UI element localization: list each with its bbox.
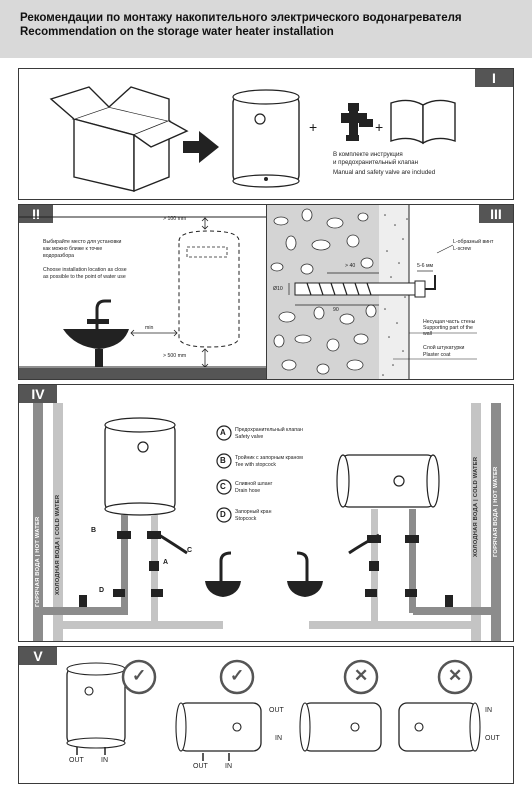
l-screw-label-ru: L-образный винт bbox=[453, 239, 494, 245]
legend-b-en: Tee with stopcock bbox=[235, 462, 276, 468]
v1-in-label: IN bbox=[101, 757, 108, 764]
location-ru-3: водоразбора bbox=[43, 253, 75, 259]
legend-c-en: Drain hose bbox=[235, 488, 261, 494]
cold-water-label-left: ХОЛОДНАЯ ВОДА | COLD WATER bbox=[55, 494, 61, 595]
v1-out-label: OUT bbox=[69, 757, 84, 764]
water-heater-icon bbox=[232, 89, 300, 188]
panel-location: II Выбирайте место для установки как мож… bbox=[18, 204, 267, 380]
connection-diagram bbox=[33, 403, 501, 641]
panel-tag-4: IV bbox=[19, 385, 57, 403]
wall-label-en-2: wall bbox=[423, 331, 432, 337]
kit-text-ru-1: В комплекте инструкция bbox=[333, 151, 403, 158]
location-en-1: Choose installation location as close bbox=[43, 267, 127, 273]
wall-label-ru: Несущая часть стены bbox=[423, 319, 476, 325]
location-diagram bbox=[19, 216, 266, 379]
dim-40-label: > 40 bbox=[345, 263, 356, 269]
legend-key-b: B bbox=[220, 456, 226, 465]
w2-out-label: OUT bbox=[485, 735, 500, 742]
orientation-diagram bbox=[66, 659, 481, 761]
legend-c-ru: Сливной шланг bbox=[235, 481, 273, 487]
title-en: Recommendation on the storage water heat… bbox=[20, 26, 334, 38]
check-icon-1: ✓ bbox=[132, 666, 147, 685]
plaster-label-ru: Слой штукатурки bbox=[423, 345, 465, 351]
panel-kit: I + + В комплекте инструкция и предохран… bbox=[18, 68, 514, 200]
check-icon-2: ✓ bbox=[230, 666, 245, 685]
legend-d-en: Stopcock bbox=[235, 516, 257, 522]
marker-a-left: A bbox=[163, 559, 169, 566]
gap-bottom-label: > 500 mm bbox=[163, 353, 187, 359]
wall-label-en-1: Supporting part of the bbox=[423, 325, 473, 331]
plus-sign-2: + bbox=[375, 119, 384, 135]
page-header: Рекомендации по монтажу накопительного э… bbox=[0, 0, 532, 58]
dim-diameter-label: Ø10 bbox=[273, 286, 283, 292]
title-ru: Рекомендации по монтажу накопительного э… bbox=[20, 12, 462, 24]
panel-tag-3: III bbox=[479, 205, 513, 223]
w1-out-label: OUT bbox=[269, 707, 284, 714]
legend-key-d: D bbox=[220, 510, 226, 519]
cross-icon-1: ✕ bbox=[354, 666, 369, 685]
w2-in-label: IN bbox=[485, 707, 492, 714]
legend-key-c: C bbox=[220, 482, 226, 491]
legend-b-ru: Тройник с запорным краном bbox=[235, 455, 303, 461]
gap-top-label: > 100 mm bbox=[163, 216, 187, 222]
min-distance-label: min bbox=[145, 325, 154, 331]
manual-book-icon bbox=[390, 99, 456, 145]
h1-out-label: OUT bbox=[193, 763, 208, 770]
plus-sign-1: + bbox=[309, 119, 318, 135]
dim-5-6mm-label: 5-6 мм bbox=[417, 263, 434, 269]
panel-mounting: III bbox=[266, 204, 514, 380]
l-screw-label-en: L-screw bbox=[453, 246, 472, 252]
w1-in-label: IN bbox=[275, 735, 282, 742]
hot-water-label-right: ГОРЯЧАЯ ВОДА | HOT WATER bbox=[493, 466, 499, 557]
legend-a-en: Safety valve bbox=[235, 434, 264, 440]
hot-water-label-left: ГОРЯЧАЯ ВОДА | HOT WATER bbox=[35, 516, 41, 607]
cross-icon-2: ✕ bbox=[448, 666, 463, 685]
marker-d-left: D bbox=[99, 587, 105, 594]
legend-a-ru: Предохранительный клапан bbox=[235, 427, 303, 433]
legend-key-a: A bbox=[220, 428, 226, 437]
panel-tag-1: I bbox=[475, 69, 513, 87]
marker-c-left: C bbox=[187, 547, 193, 554]
kit-text-ru-2: и предохранительный клапан bbox=[333, 159, 419, 166]
kit-text-en: Manual and safety valve are included bbox=[333, 169, 436, 176]
location-en-2: as possible to the point of water use bbox=[43, 274, 126, 280]
box-icon bbox=[49, 86, 219, 193]
cold-water-label-right: ХОЛОДНАЯ ВОДА | COLD WATER bbox=[473, 456, 479, 557]
panel-tag-5: V bbox=[19, 647, 57, 665]
plaster-label-en: Plaster coat bbox=[423, 352, 451, 358]
panel-orientation: V ✓ ✓ ✕ ✕ OUT IN OUT IN OUT IN IN OU bbox=[18, 646, 514, 784]
marker-b-left: B bbox=[91, 527, 97, 534]
h1-in-label: IN bbox=[225, 763, 232, 770]
location-ru-1: Выбирайте место для установки bbox=[43, 239, 122, 245]
wall-section-diagram bbox=[267, 205, 477, 379]
location-ru-2: как можно ближе к точке bbox=[43, 246, 103, 252]
dim-90-label: 90 bbox=[333, 307, 339, 313]
panel-tag-2: II bbox=[19, 205, 53, 223]
safety-valve-icon bbox=[341, 103, 373, 141]
panel-connection: IV bbox=[18, 384, 514, 642]
legend-d-ru: Запорный кран bbox=[235, 509, 272, 515]
